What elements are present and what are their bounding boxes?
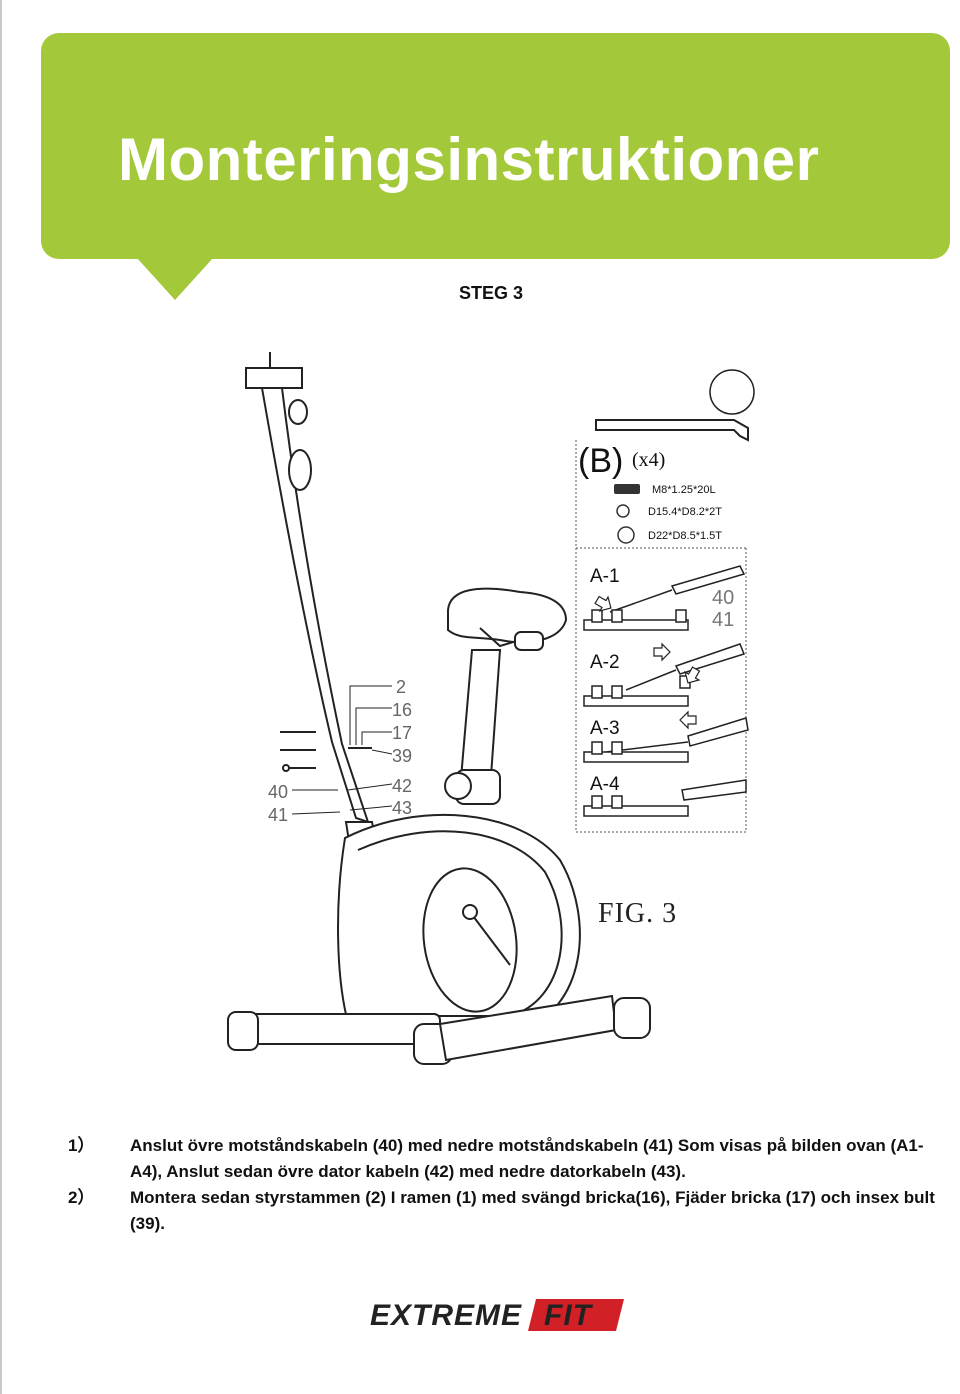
brand-logo-graphic: EXTREME FIT	[370, 1299, 624, 1332]
brand-name-part2: FIT	[544, 1299, 594, 1332]
hardware-part-washer: D22*D8.5*1.5T	[648, 530, 722, 542]
detail-step-a2: A-2	[590, 652, 620, 673]
figure-caption: FIG. 3	[598, 898, 677, 929]
hardware-group-label: (B)	[578, 442, 623, 480]
hardware-part-bolt: M8*1.25*20L	[652, 484, 716, 496]
part-number-43: 43	[392, 798, 412, 818]
part-number-17: 17	[392, 723, 412, 743]
banner-pointer	[137, 258, 213, 300]
part-number-2: 2	[396, 677, 406, 697]
instruction-number: 2）	[68, 1188, 95, 1207]
instruction-text: Anslut övre motståndskabeln (40) med ned…	[130, 1136, 924, 1181]
header-banner: Monteringsinstruktioner	[41, 33, 950, 259]
hardware-part-spring-washer: D15.4*D8.2*2T	[648, 506, 722, 518]
instruction-number: 1）	[68, 1136, 95, 1155]
part-number-40: 40	[268, 782, 288, 802]
hex-key-illustration	[595, 369, 755, 442]
part-number-39: 39	[392, 746, 412, 766]
bike-drawing	[227, 352, 651, 1065]
instructions-list: 1） Anslut övre motståndskabeln (40) med …	[68, 1133, 948, 1237]
detail-number-40: 40	[712, 587, 734, 609]
instruction-item: 1） Anslut övre motståndskabeln (40) med …	[68, 1133, 948, 1185]
brand-logo-accent	[528, 1299, 624, 1331]
hardware-quantity: (x4)	[632, 449, 665, 471]
bolt-icon	[614, 484, 640, 494]
part-callouts-right: 2 16 17 39 42 43	[392, 677, 412, 818]
part-number-16: 16	[392, 700, 412, 720]
direction-arrows	[594, 595, 701, 730]
cable-detail-panel: A-1 A-2 A-3 A-4 40 41	[575, 440, 749, 833]
page-left-rule	[0, 0, 2, 1394]
spring-washer-icon	[616, 504, 630, 518]
detail-step-a3: A-3	[590, 718, 620, 739]
page-title: Monteringsinstruktioner	[118, 126, 820, 193]
detail-number-41: 41	[712, 609, 734, 631]
brand-logo: EXTREME FIT	[368, 1293, 628, 1342]
part-number-41: 41	[268, 805, 288, 825]
detail-step-a1: A-1	[590, 566, 620, 587]
step-title: STEG 3	[458, 283, 524, 303]
part-number-42: 42	[392, 776, 412, 796]
brand-name-part1: EXTREME	[370, 1299, 522, 1332]
washer-icon	[617, 526, 635, 544]
instruction-item: 2） Montera sedan styrstammen (2) I ramen…	[68, 1185, 948, 1237]
hardware-group: (B) (x4) M8*1.25*20L D15.4*D8.2*2T D22*D…	[578, 442, 722, 544]
instruction-text: Montera sedan styrstammen (2) I ramen (1…	[130, 1188, 935, 1233]
detail-step-a4: A-4	[590, 774, 620, 795]
part-callouts-left: 40 41	[268, 782, 288, 825]
